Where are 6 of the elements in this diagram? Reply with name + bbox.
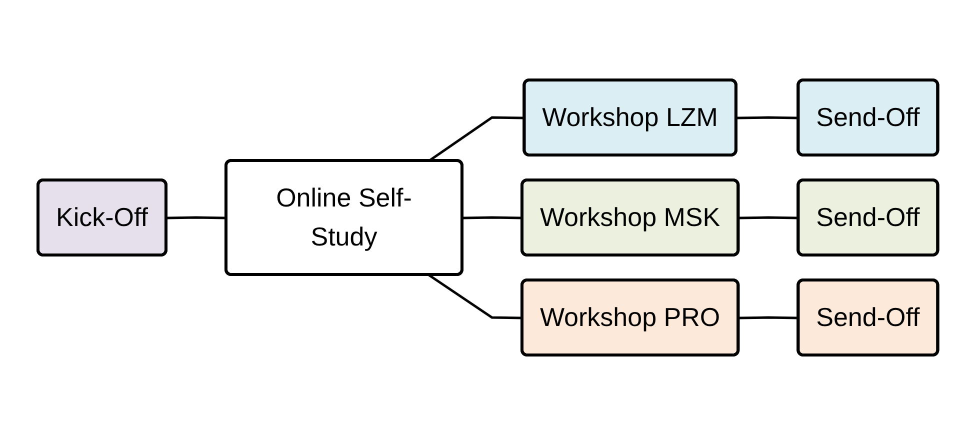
connector [738, 216, 799, 220]
connector [166, 216, 227, 220]
connector [462, 216, 523, 220]
connector [428, 274, 523, 320]
connector [736, 116, 799, 120]
connector [738, 316, 799, 320]
